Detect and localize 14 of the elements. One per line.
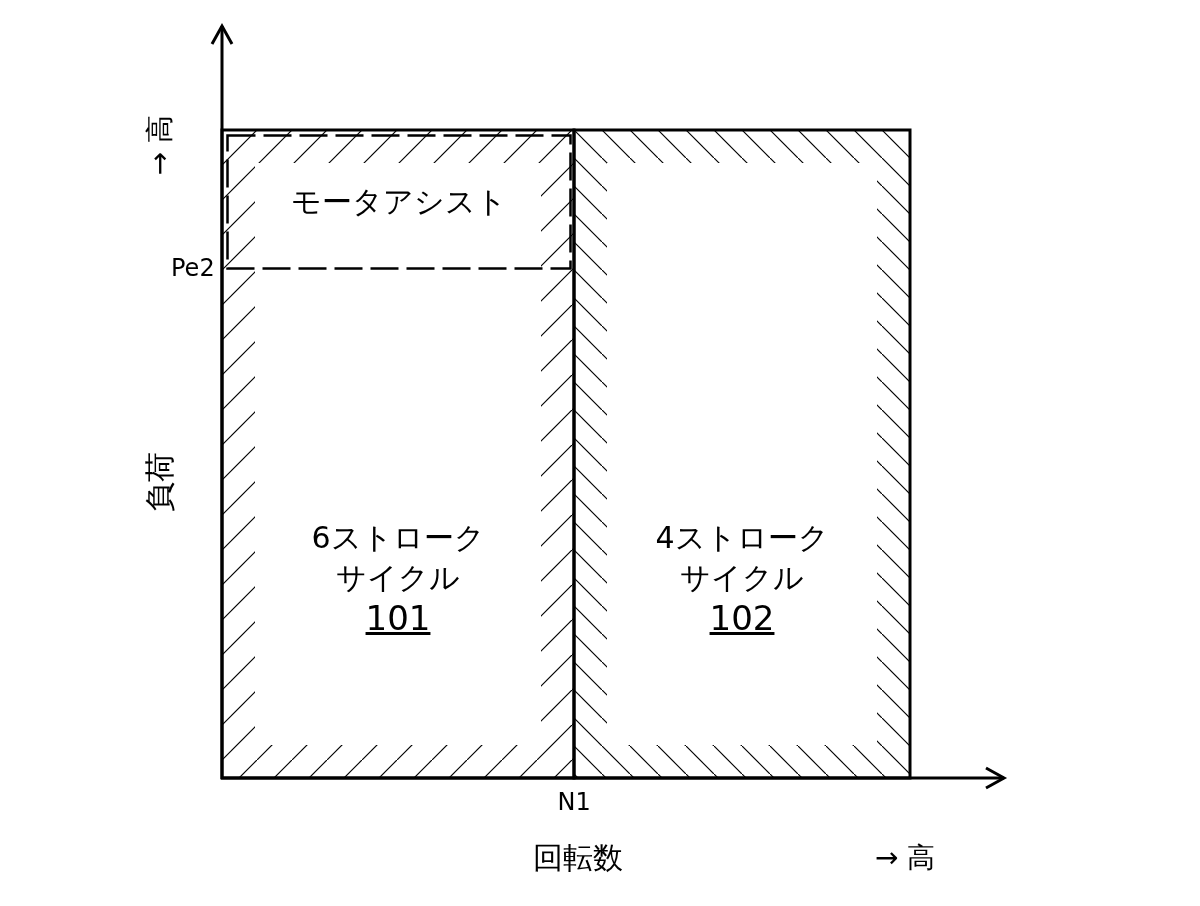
reference-number: 102 (708, 598, 776, 638)
region-box (222, 130, 574, 778)
area-label: モータアシスト (290, 183, 508, 221)
axis-direction-label: → 高 (146, 114, 175, 176)
region-label: 6ストロークサイクル (310, 519, 486, 597)
axis-direction-label: → 高 (875, 844, 936, 872)
axis-title: 回転数 (533, 843, 623, 873)
region-box (574, 130, 910, 778)
axis-title: 負荷 (145, 452, 175, 512)
dashed-area-box (226, 134, 572, 270)
tick-label: N1 (557, 790, 591, 814)
region-label: 4ストロークサイクル (654, 519, 830, 597)
reference-number: 101 (364, 598, 432, 638)
tick-label: Pe2 (171, 256, 215, 280)
